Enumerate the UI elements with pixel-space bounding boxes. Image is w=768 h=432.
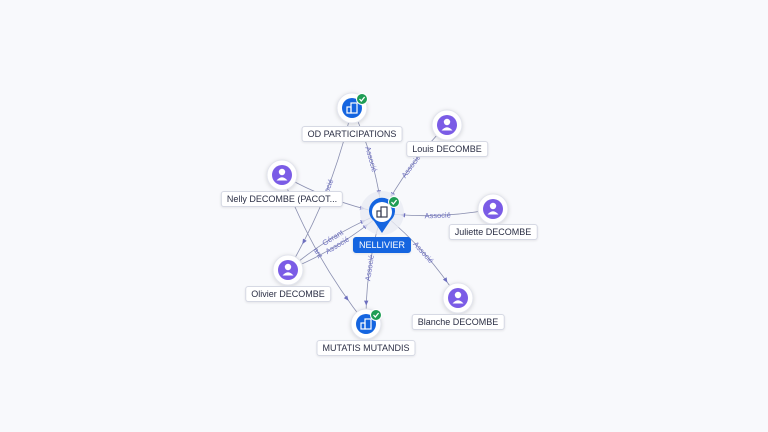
- node-label-od[interactable]: OD PARTICIPATIONS: [301, 126, 403, 142]
- node-label-juliette[interactable]: Juliette DECOMBE: [448, 224, 538, 240]
- edge-label: Associé: [363, 145, 379, 173]
- edge-label: Associé: [400, 153, 423, 179]
- nodes-layer: [266, 92, 509, 340]
- node-label-nelly[interactable]: Nelly DECOMBE (PACOT...: [220, 191, 344, 207]
- node-od[interactable]: [336, 92, 368, 124]
- edge-label: Associé: [363, 254, 376, 281]
- node-label-louis[interactable]: Louis DECOMBE: [406, 141, 488, 157]
- node-nelly[interactable]: [266, 159, 298, 191]
- node-blanche[interactable]: [442, 282, 474, 314]
- verified-check-icon: [388, 196, 400, 208]
- center-node-label[interactable]: NELLIVIER: [352, 237, 412, 253]
- edge-arrow-icon: [302, 238, 307, 245]
- person-icon: [437, 115, 457, 135]
- edge-arrow-icon: [343, 295, 349, 301]
- edge-label: Associé: [424, 210, 451, 220]
- edge-label: Associé: [411, 240, 435, 266]
- node-juliette[interactable]: [477, 193, 509, 225]
- edge-arrow-icon: [364, 300, 369, 306]
- center-node[interactable]: [360, 191, 404, 235]
- node-mutatis[interactable]: [350, 308, 382, 340]
- verified-check-icon: [356, 93, 368, 105]
- building-icon: [376, 206, 388, 218]
- node-label-mutatis[interactable]: MUTATIS MUTANDIS: [316, 340, 416, 356]
- person-icon: [448, 288, 468, 308]
- building-icon: [356, 314, 376, 334]
- node-label-blanche[interactable]: Blanche DECOMBE: [411, 314, 505, 330]
- edge-arrow-icon: [442, 277, 448, 283]
- node-label-olivier[interactable]: Olivier DECOMBE: [245, 286, 331, 302]
- verified-check-icon: [370, 309, 382, 321]
- person-icon: [278, 260, 298, 280]
- node-louis[interactable]: [431, 109, 463, 141]
- building-icon: [342, 98, 362, 118]
- person-icon: [483, 199, 503, 219]
- node-olivier[interactable]: [272, 254, 304, 286]
- person-icon: [272, 165, 292, 185]
